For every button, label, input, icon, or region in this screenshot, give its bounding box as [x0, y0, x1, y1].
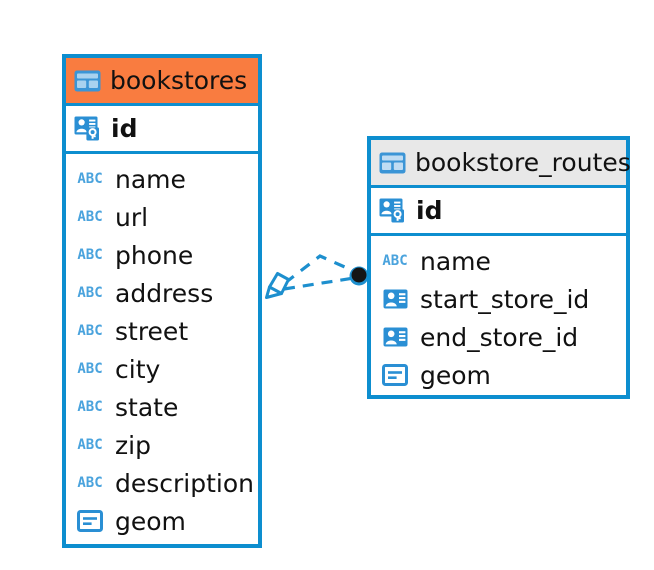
foreign-key-icon: [379, 289, 411, 309]
field-label: url: [115, 202, 149, 232]
geometry-icon: [379, 364, 411, 386]
field-label: address: [115, 278, 214, 308]
field-row-end-store-id[interactable]: end_store_id: [379, 318, 618, 356]
relationship-line-arc: [284, 254, 357, 285]
primary-key-icon: [379, 198, 407, 223]
entity-title: bookstores: [110, 66, 248, 95]
entity-header-bookstores[interactable]: bookstores: [66, 58, 258, 106]
field-label: id: [416, 196, 443, 225]
field-row-phone[interactable]: ABC phone: [74, 236, 250, 274]
geometry-icon: [74, 510, 106, 532]
text-abc-icon: ABC: [77, 475, 103, 491]
field-row-primary-key[interactable]: id: [371, 188, 626, 236]
field-row-description[interactable]: ABC description: [74, 464, 254, 502]
field-label: geom: [115, 506, 186, 536]
field-label: description: [115, 468, 255, 498]
field-row-state[interactable]: ABC state: [74, 388, 250, 426]
field-label: phone: [115, 240, 194, 270]
field-label: start_store_id: [420, 284, 590, 314]
text-abc-icon: ABC: [77, 285, 103, 301]
field-label: state: [115, 392, 179, 422]
field-row-primary-key[interactable]: id: [66, 106, 258, 154]
field-label: end_store_id: [420, 322, 579, 352]
field-row-start-store-id[interactable]: start_store_id: [379, 280, 618, 318]
primary-key-icon: [74, 116, 102, 141]
field-list-bookstore-routes: ABC name start_store_id: [371, 236, 626, 401]
table-icon: [379, 152, 406, 174]
text-abc-icon: ABC: [77, 247, 103, 263]
relationship-line-straight: [283, 276, 355, 291]
foreign-key-icon: [379, 327, 411, 347]
entity-bookstore-routes[interactable]: bookstore_routes id: [367, 136, 631, 401]
filled-circle-marker: [349, 266, 369, 286]
field-row-street[interactable]: ABC street: [74, 312, 250, 350]
text-abc-icon: ABC: [77, 171, 103, 187]
field-label: geom: [420, 360, 491, 390]
entity-bookstores[interactable]: bookstores id: [62, 54, 262, 548]
field-label: city: [115, 354, 161, 384]
field-row-zip[interactable]: ABC zip: [74, 426, 250, 464]
text-abc-icon: ABC: [382, 253, 408, 269]
field-row-geom[interactable]: geom: [379, 356, 618, 394]
entity-header-bookstore-routes[interactable]: bookstore_routes: [371, 140, 631, 188]
field-label: id: [111, 114, 138, 143]
entity-title: bookstore_routes: [415, 148, 631, 177]
crows-foot-diamond-marker: [265, 272, 290, 299]
field-row-url[interactable]: ABC url: [74, 198, 250, 236]
text-abc-icon: ABC: [77, 399, 103, 415]
field-label: street: [115, 316, 189, 346]
field-row-name[interactable]: ABC name: [74, 160, 250, 198]
table-icon: [74, 70, 101, 92]
field-row-address[interactable]: ABC address: [74, 274, 250, 312]
text-abc-icon: ABC: [77, 361, 103, 377]
field-label: name: [115, 164, 186, 194]
field-label: zip: [115, 430, 151, 460]
text-abc-icon: ABC: [77, 209, 103, 225]
field-row-geom[interactable]: geom: [74, 502, 250, 540]
field-label: name: [420, 246, 491, 276]
field-row-city[interactable]: ABC city: [74, 350, 250, 388]
text-abc-icon: ABC: [77, 323, 103, 339]
field-row-name[interactable]: ABC name: [379, 242, 618, 280]
text-abc-icon: ABC: [77, 437, 103, 453]
field-list-bookstores: ABC name ABC url ABC phone ABC address A…: [66, 154, 258, 547]
